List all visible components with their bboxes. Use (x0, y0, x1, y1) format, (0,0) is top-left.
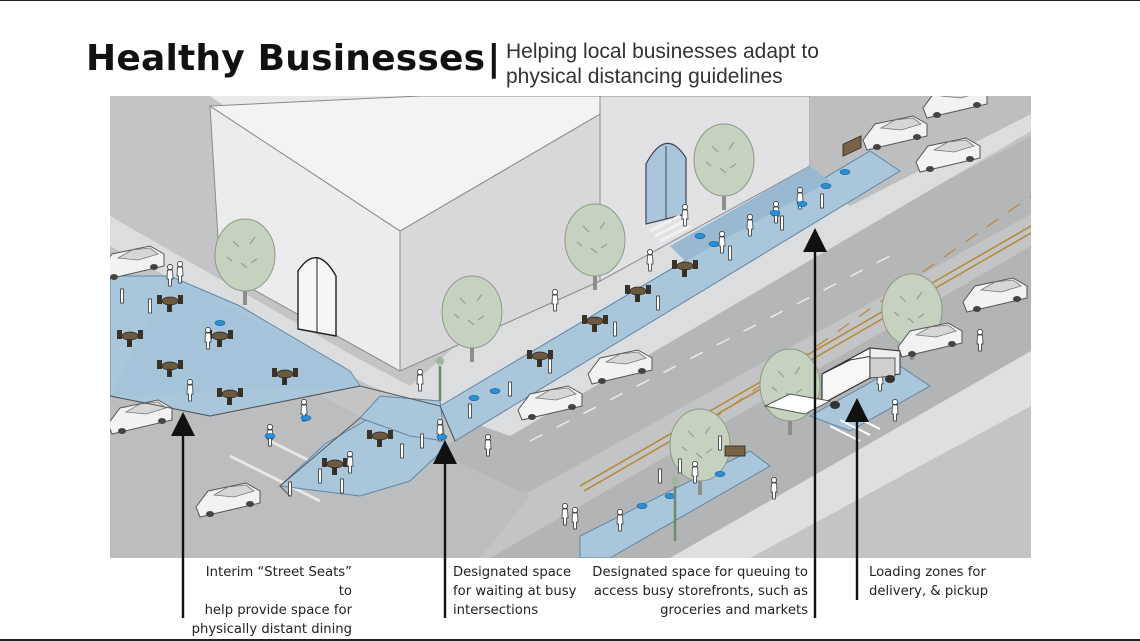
caption-line: help provide space for (204, 603, 352, 618)
subtitle-line-1: Helping local businesses adapt to (506, 40, 819, 63)
page-subtitle: Helping local businesses adapt to physic… (506, 39, 866, 89)
bench (842, 135, 862, 157)
delivery-truck (821, 346, 901, 409)
page-title: Healthy Businesses| (86, 38, 501, 79)
caption-street-seats: Interim “Street Seats” to help provide s… (190, 563, 352, 639)
caption-loading-zones: Loading zones for delivery, & pickup (869, 563, 1019, 601)
captions-panel (110, 558, 1031, 639)
subtitle-line-2: physical distancing guidelines (506, 65, 783, 88)
caption-line: access busy storefronts, such as (593, 584, 808, 599)
caption-line: intersections (453, 603, 539, 618)
caption-line: Designated space for queuing to (592, 565, 808, 580)
caption-line: Designated space (453, 565, 572, 580)
caption-queuing-space: Designated space for queuing to access b… (590, 563, 808, 620)
caption-line: for waiting at busy (453, 584, 577, 599)
caption-line: Interim “Street Seats” to (205, 565, 352, 599)
bottom-rule (0, 639, 1140, 641)
bench-2 (724, 445, 746, 457)
caption-line: physically distant dining (191, 622, 352, 637)
title-bar: | (487, 38, 501, 79)
caption-waiting-space: Designated space for waiting at busy int… (453, 563, 593, 620)
streetscape-illustration (110, 96, 1031, 558)
title-text: Healthy Businesses (86, 38, 486, 79)
caption-line: delivery, & pickup (869, 584, 989, 599)
caption-line: Loading zones for (869, 565, 986, 580)
top-rule (0, 0, 1140, 1)
caption-line: groceries and markets (660, 603, 808, 618)
